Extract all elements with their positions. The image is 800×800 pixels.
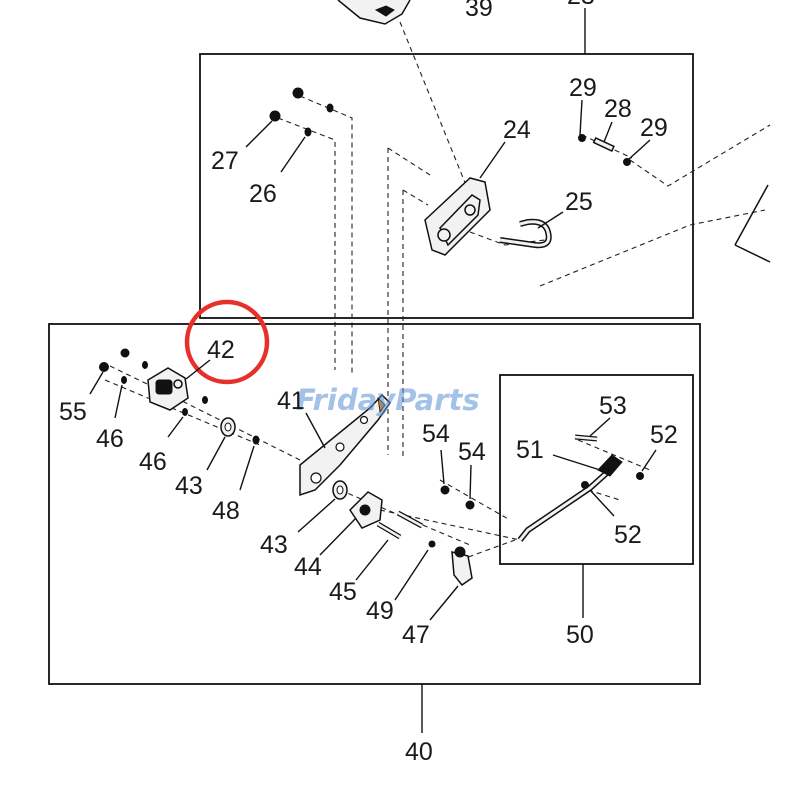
part-25-u-clip bbox=[499, 218, 552, 249]
callout-25: 25 bbox=[565, 188, 593, 216]
callout-54-left: 54 bbox=[422, 420, 450, 448]
part-48-nut bbox=[252, 435, 260, 445]
callout-46-right: 46 bbox=[139, 448, 167, 476]
callout-29-left: 29 bbox=[569, 74, 597, 102]
part-41-lever bbox=[299, 393, 391, 497]
part-28-pin bbox=[592, 136, 615, 152]
part-39-partial bbox=[337, 0, 471, 196]
part-53-pin bbox=[574, 434, 598, 442]
callout-52-top: 52 bbox=[650, 421, 678, 449]
callout-46-left: 46 bbox=[96, 425, 124, 453]
watermark: FridayParts bbox=[296, 383, 480, 417]
callout-48: 48 bbox=[212, 497, 240, 525]
part-46-washers bbox=[121, 361, 208, 416]
part-54-nuts bbox=[440, 485, 475, 510]
part-24-bracket bbox=[424, 177, 491, 256]
partial-part-right bbox=[734, 184, 771, 263]
callout-42: 42 bbox=[207, 336, 235, 364]
part-26-washers bbox=[304, 103, 334, 137]
callout-39: 39 bbox=[465, 0, 493, 22]
part-49-clip bbox=[428, 540, 436, 548]
callout-23: 23 bbox=[567, 0, 595, 10]
callout-43-left: 43 bbox=[175, 472, 203, 500]
callout-49: 49 bbox=[366, 597, 394, 625]
callout-26: 26 bbox=[249, 180, 277, 208]
callout-51: 51 bbox=[516, 436, 544, 464]
callout-52-bottom: 52 bbox=[614, 521, 642, 549]
part-42-block bbox=[147, 367, 189, 411]
callout-40: 40 bbox=[405, 738, 433, 766]
part-47-latch bbox=[451, 546, 473, 587]
part-44-pivot bbox=[349, 491, 383, 529]
highlight-circle-42 bbox=[184, 299, 270, 385]
callout-27: 27 bbox=[211, 147, 239, 175]
callout-53: 53 bbox=[599, 392, 627, 420]
sub-assembly-box-50 bbox=[499, 374, 694, 565]
callout-24: 24 bbox=[503, 116, 531, 144]
callout-55: 55 bbox=[59, 398, 87, 426]
callout-29-right: 29 bbox=[640, 114, 668, 142]
part-27-nuts bbox=[269, 87, 304, 122]
callout-41: 41 bbox=[277, 387, 305, 415]
upper-assembly-box bbox=[199, 53, 694, 319]
part-52-clips bbox=[581, 472, 644, 489]
callout-50: 50 bbox=[566, 621, 594, 649]
callout-labels: 39 23 29 28 29 24 27 26 25 42 55 46 46 4… bbox=[59, 0, 678, 766]
part-43-washer-left bbox=[220, 417, 236, 437]
part-43-washer-right bbox=[332, 480, 348, 500]
callout-45: 45 bbox=[329, 578, 357, 606]
lower-assembly-box bbox=[48, 323, 701, 685]
part-55-nut bbox=[99, 348, 130, 372]
callout-28: 28 bbox=[604, 95, 632, 123]
callout-43-right: 43 bbox=[260, 531, 288, 559]
callout-54-right: 54 bbox=[458, 438, 486, 466]
part-51-rod bbox=[517, 454, 623, 542]
callout-47: 47 bbox=[402, 621, 430, 649]
callout-44: 44 bbox=[294, 553, 322, 581]
part-45-bolt bbox=[376, 510, 424, 540]
